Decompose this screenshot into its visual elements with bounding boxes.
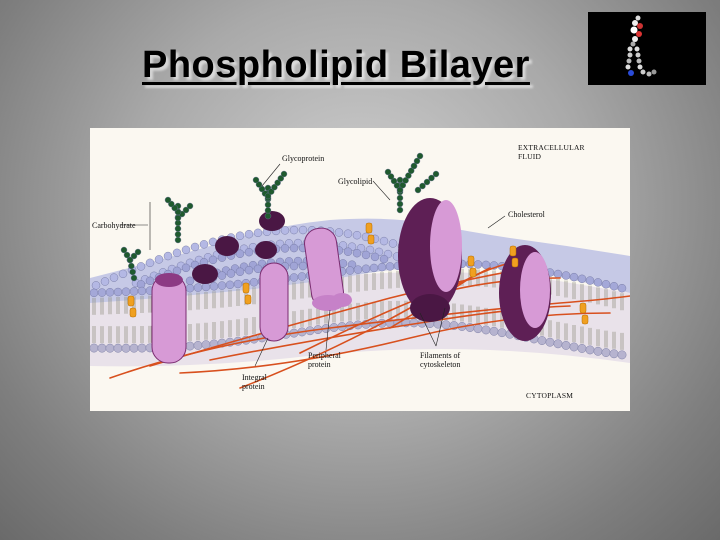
label-filaments: Filaments of [420, 351, 461, 360]
label-peripheral: Peripheral [308, 351, 342, 360]
integral-protein-2 [260, 263, 288, 341]
label-integral-protein: protein [242, 382, 265, 391]
label-cholesterol: Cholesterol [508, 210, 546, 219]
label-cytoplasm: CYTOPLASM [526, 391, 573, 400]
label-extracellular: EXTRACELLULAR [518, 143, 585, 152]
molecule-model-image [588, 12, 706, 85]
integral-protein-left [152, 273, 186, 363]
cell-membrane-diagram: Glycoprotein Glycolipid Carbohydrate EXT… [90, 128, 630, 411]
label-fluid: FLUID [518, 152, 541, 161]
label-carbohydrate: Carbohydrate [92, 221, 136, 230]
label-integral: Integral [242, 373, 268, 382]
label-glycolipid: Glycolipid [338, 177, 372, 186]
slide-title: Phospholipid Bilayer [142, 44, 530, 87]
label-cytoskeleton: cytoskeleton [420, 360, 460, 369]
label-peripheral-protein: protein [308, 360, 331, 369]
integral-protein-right [499, 245, 551, 341]
molecule-model-graphic [626, 16, 657, 77]
label-glycoprotein: Glycoprotein [282, 154, 324, 163]
